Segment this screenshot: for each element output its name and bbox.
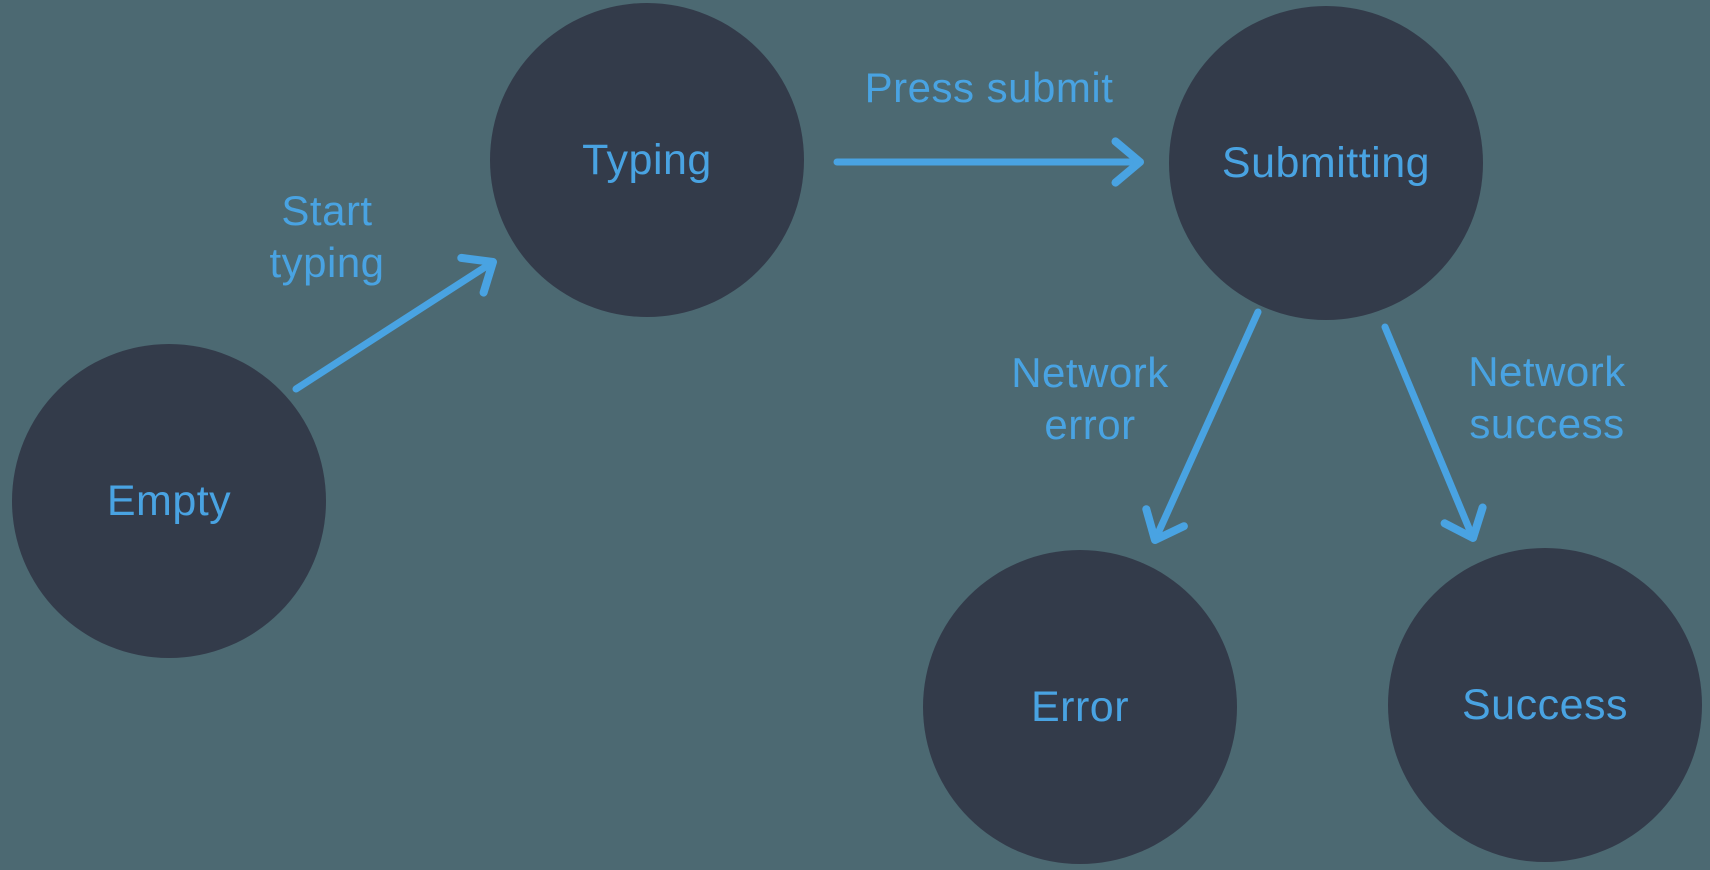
transition-arrow-network-success [1381,323,1487,542]
transition-label-line: Press submit [864,64,1114,111]
state-label-typing: Typing [582,135,712,184]
transition-label-line: Network [1011,349,1169,396]
transition-label-network-error: Network error [1011,347,1169,451]
state-node-submitting: Submitting [1169,6,1483,320]
state-label-success: Success [1461,680,1628,729]
arrow-shaft [1381,323,1477,542]
state-node-typing: Typing [490,3,804,317]
transition-arrow-press-submit [833,137,1144,187]
transition-label-line: success [1469,400,1625,447]
arrow-shaft [1151,308,1262,544]
state-label-empty: Empty [106,476,232,525]
state-node-error: Error [923,550,1237,864]
arrowhead-chevron-icon [1111,137,1144,187]
transition-label-press-submit: Press submit [865,62,1114,114]
arrowhead-chevron-icon [1142,505,1188,544]
state-label-submitting: Submitting [1221,138,1431,187]
state-label-error: Error [1030,682,1130,731]
state-node-success: Success [1388,548,1702,862]
transition-label-start-typing: Start typing [269,185,384,289]
transition-label-line: Start [281,187,373,234]
arrow-shaft [292,258,497,393]
transition-label-line: Network [1468,348,1626,395]
transition-label-line: error [1044,401,1136,448]
transition-arrow-network-error [1142,308,1262,544]
arrowhead-chevron-icon [457,253,497,297]
transition-label-network-success: Network success [1468,346,1626,450]
arrowhead-chevron-icon [1440,503,1487,542]
transition-arrow-start-typing [292,253,497,393]
state-node-empty: Empty [12,344,326,658]
transition-label-line: typing [269,239,385,286]
